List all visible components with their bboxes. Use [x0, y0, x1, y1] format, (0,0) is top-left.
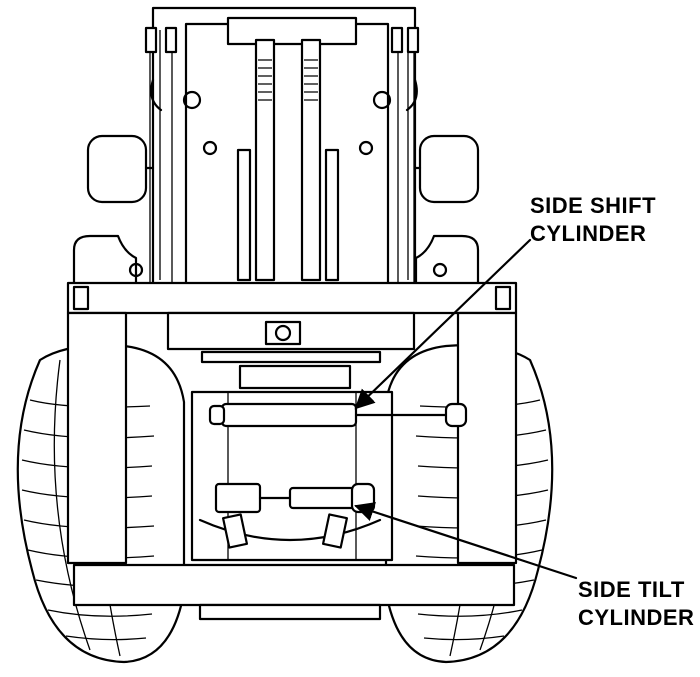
callout-side-shift: SIDE SHIFT CYLINDER	[530, 193, 656, 246]
callout-side-tilt-line1: SIDE TILT	[578, 577, 685, 602]
callout-side-tilt: SIDE TILT CYLINDER	[578, 577, 694, 630]
mast	[150, 6, 418, 295]
callout-side-shift-line1: SIDE SHIFT	[530, 193, 656, 218]
carriage-frame	[66, 281, 518, 621]
side-mirrors	[86, 134, 480, 204]
side-shift-cylinder	[208, 402, 468, 428]
fenders	[72, 234, 480, 286]
callout-side-shift-line2: CYLINDER	[530, 221, 646, 246]
callout-side-tilt-line2: CYLINDER	[578, 605, 694, 630]
side-tilt-leader	[354, 502, 578, 580]
side-tilt-cylinder	[214, 482, 376, 549]
side-shift-leader	[354, 238, 532, 410]
fork-carriage	[166, 311, 416, 562]
